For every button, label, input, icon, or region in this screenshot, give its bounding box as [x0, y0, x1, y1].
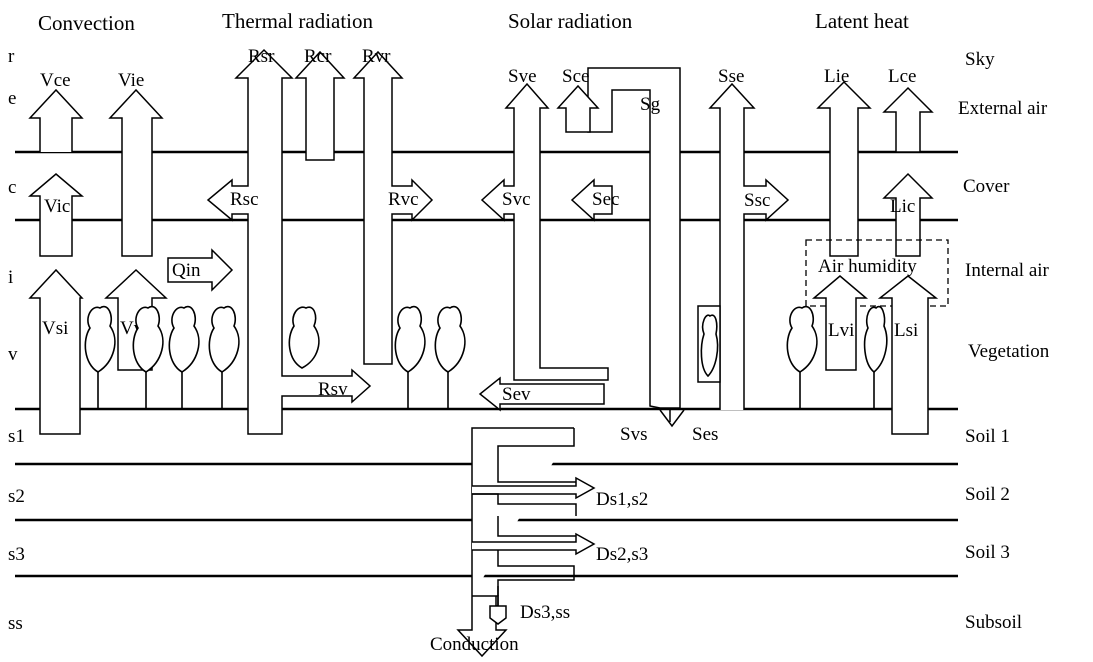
lie-arrow — [816, 80, 872, 257]
vic-label: Vic — [44, 196, 70, 217]
sve-arrow — [480, 82, 609, 381]
vsi-label: Vsi — [42, 318, 68, 339]
plant-icon — [394, 305, 426, 409]
plant-icon — [84, 305, 116, 409]
plants — [84, 305, 888, 409]
ssc-label: Ssc — [744, 190, 770, 211]
header-latent-heat: Latent heat — [815, 9, 909, 33]
ses-label: Ses — [692, 424, 718, 445]
lie-label: Lie — [824, 66, 849, 87]
sev-label: Sev — [502, 384, 531, 405]
qin-arrow — [167, 248, 234, 292]
conduction-s3-step — [497, 550, 575, 596]
sev-arrow — [478, 376, 605, 412]
air-humidity-box — [805, 239, 949, 307]
ds3ss-arrow — [489, 586, 507, 625]
vie-arrow — [108, 88, 164, 257]
vce-arrow — [28, 88, 84, 152]
layer-name-subsoil: Subsoil — [965, 612, 1022, 633]
rsc-label: Rsc — [230, 189, 259, 210]
lvi-arrow — [811, 275, 869, 371]
thermal-radiation-group: Rsr Rsc Rsv Rcr Rvr Rvc — [206, 46, 434, 435]
ds2s3-arrow — [472, 532, 596, 556]
vsi-arrow — [28, 268, 84, 435]
rvr-label: Rvr — [362, 46, 391, 67]
conduction-s1s2-upper — [497, 428, 576, 483]
qin-label: Qin — [172, 260, 201, 281]
layer-name-vegetation: Vegetation — [968, 341, 1050, 362]
svs-ses-head — [659, 409, 685, 428]
plant-icon — [288, 306, 320, 369]
layer-code-s3: s3 — [8, 544, 25, 565]
convection-group: Vce Vie Vic Qin Vsi Vvi — [27, 70, 234, 435]
svc-label: Svc — [502, 189, 531, 210]
rsv-label: Rsv — [318, 379, 348, 400]
sve-label: Sve — [508, 66, 537, 87]
sse-arrow — [708, 82, 790, 410]
rcr-label: Rcr — [304, 46, 332, 67]
layer-name-soil-2: Soil 2 — [965, 484, 1010, 505]
plant-icon — [208, 305, 240, 409]
layer-name-cover: Cover — [963, 176, 1010, 197]
rcr-arrow — [294, 50, 346, 161]
layer-name-internal-air: Internal air — [965, 260, 1050, 281]
vie-label: Vie — [118, 70, 144, 91]
plant-icon — [168, 305, 200, 409]
plant-icon — [434, 305, 466, 409]
lic-arrow — [882, 172, 934, 257]
sg-label: Sg — [640, 94, 661, 115]
layer-code-v: v — [8, 344, 18, 365]
air-humidity-label: Air humidity — [818, 256, 917, 277]
layer-code-e: e — [8, 88, 16, 109]
layer-code-i: i — [8, 267, 13, 288]
rvr-arrow — [352, 50, 434, 365]
lvi-label: Lvi — [828, 320, 854, 341]
header-convection: Convection — [38, 11, 135, 35]
lsi-arrow — [877, 275, 939, 435]
sec-arrow — [570, 178, 613, 222]
rsr-arrow — [206, 48, 372, 435]
rsr-label: Rsr — [248, 46, 275, 67]
layer-name-sky: Sky — [965, 49, 995, 70]
plant-icon — [132, 305, 164, 409]
ds2s3-label: Ds2,s3 — [596, 544, 648, 565]
sg-column — [587, 67, 681, 409]
conduction-group: Ds1,s2 Ds2,s3 Ds3,ss Conduction — [430, 427, 648, 658]
sec-label: Sec — [592, 189, 619, 210]
sce-arrow — [556, 84, 600, 133]
latent-heat-group: Lie Lce Lic Air humidity Lvi Lsi — [805, 66, 949, 435]
layer-code-s1: s1 — [8, 426, 25, 447]
ds3ss-label: Ds3,ss — [520, 602, 570, 623]
plant-icon — [700, 314, 719, 378]
header-thermal-radiation: Thermal radiation — [222, 9, 374, 33]
vce-label: Vce — [40, 70, 71, 91]
layer-name-soil-1: Soil 1 — [965, 426, 1010, 447]
lic-label: Lic — [890, 196, 915, 217]
lce-label: Lce — [888, 66, 916, 87]
solar-radiation-group: Sg Sve Svc Sce Sec Sev Svs Ses Sse Ssc — [478, 66, 790, 445]
ds1s2-arrow — [472, 476, 596, 500]
lce-arrow — [882, 86, 934, 153]
ds1s2-label: Ds1,s2 — [596, 489, 648, 510]
lsi-label: Lsi — [894, 320, 918, 341]
layer-code-s2: s2 — [8, 486, 25, 507]
layer-code-c: c — [8, 177, 16, 198]
conduction-s2-step — [472, 493, 577, 516]
plant-icon — [786, 305, 818, 409]
rvc-label: Rvc — [388, 189, 419, 210]
sce-label: Sce — [562, 66, 589, 87]
conduction-label: Conduction — [430, 634, 519, 655]
layer-name-soil-3: Soil 3 — [965, 542, 1010, 563]
layer-name-external-air: External air — [958, 98, 1048, 119]
conduction-s2s3-upper — [497, 516, 576, 537]
svs-label: Svs — [620, 424, 647, 445]
vic-arrow — [27, 173, 85, 257]
sse-label: Sse — [718, 66, 744, 87]
header-solar-radiation: Solar radiation — [508, 9, 633, 33]
layer-code-r: r — [8, 46, 15, 67]
layer-code-ss: ss — [8, 613, 23, 634]
plant-icon — [863, 305, 888, 409]
